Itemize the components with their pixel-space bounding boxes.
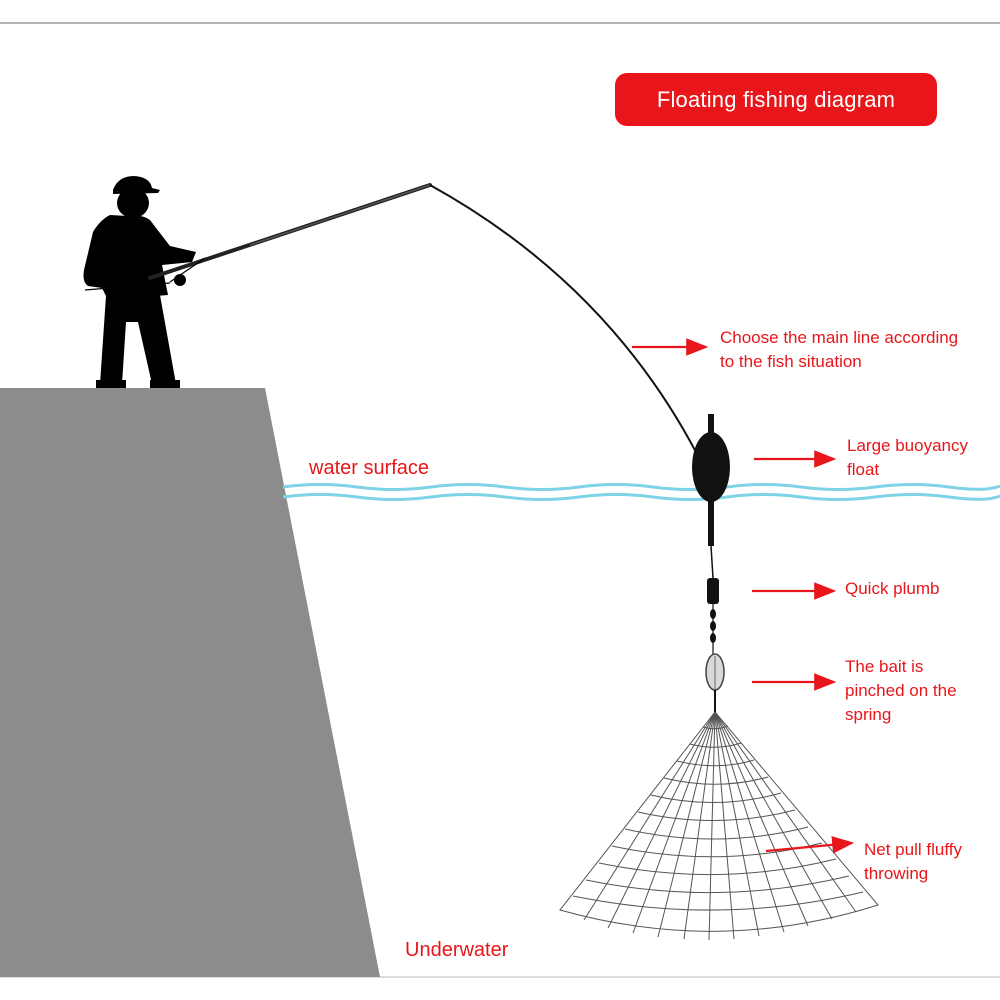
water-surface-waves bbox=[282, 483, 1000, 501]
fishing-net-icon bbox=[559, 711, 879, 941]
diagram-title: Floating fishing diagram bbox=[615, 73, 937, 126]
main-line-note: Choose the main line according to the fi… bbox=[720, 328, 959, 371]
water-surface-label: water surface bbox=[309, 457, 430, 479]
angler-silhouette-icon bbox=[83, 176, 196, 388]
bait-note: The bait is pinched on the spring bbox=[845, 657, 957, 724]
plumb-note: Quick plumb bbox=[845, 579, 940, 598]
bait-spring-icon bbox=[705, 653, 725, 712]
bank-shape bbox=[0, 388, 380, 977]
float-note: Large buoyancy float bbox=[847, 436, 968, 479]
annotation-arrows bbox=[632, 338, 855, 854]
plumb-icon bbox=[707, 578, 719, 655]
underwater-label: Underwater bbox=[405, 939, 509, 961]
fishing-rod-icon bbox=[84, 183, 711, 481]
arrow-right-icon bbox=[765, 836, 855, 854]
float-icon bbox=[692, 414, 730, 579]
net-note: Net pull fluffy throwing bbox=[864, 840, 962, 883]
